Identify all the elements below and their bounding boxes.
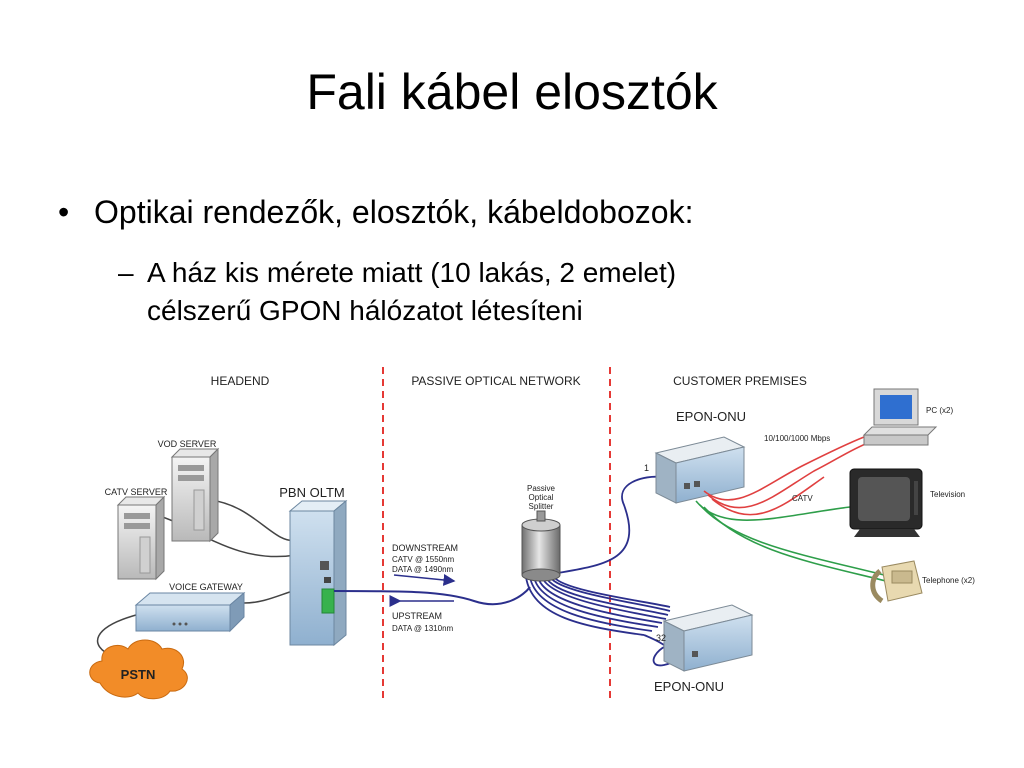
downstream-catv-label: CATV @ 1550nm xyxy=(392,555,455,564)
onu-top xyxy=(654,436,746,504)
fiber-feeder xyxy=(333,586,531,606)
downstream-data-label: DATA @ 1490nm xyxy=(392,565,454,574)
downstream-arrow xyxy=(393,573,456,586)
splitter-label-1: Passive xyxy=(527,484,556,493)
speed-label: 10/100/1000 Mbps xyxy=(764,434,830,443)
section-headend: HEADEND xyxy=(211,374,270,388)
catv-label: CATV xyxy=(792,494,813,503)
television-icon xyxy=(849,468,923,537)
bullet-dot: • xyxy=(58,194,70,230)
coax-cables xyxy=(695,500,887,582)
network-diagram-svg: HEADEND PASSIVE OPTICAL NETWORK CUSTOMER… xyxy=(89,367,975,703)
upstream-label: UPSTREAM xyxy=(392,611,442,621)
telephone-label: Telephone (x2) xyxy=(922,576,975,585)
sub-bullet-line-1: A ház kis mérete miatt (10 lakás, 2 emel… xyxy=(147,257,677,288)
television-label: Television xyxy=(930,490,965,499)
upstream-data-label: DATA @ 1310nm xyxy=(392,624,454,633)
pstn-cloud xyxy=(89,639,188,700)
splitter-label-3: Splitter xyxy=(529,502,554,511)
network-diagram: HEADEND PASSIVE OPTICAL NETWORK CUSTOMER… xyxy=(84,365,988,705)
splitter-fanout xyxy=(525,576,671,636)
downstream-label: DOWNSTREAM xyxy=(392,543,458,553)
pc-icon xyxy=(862,388,938,446)
fiber-to-onu-1 xyxy=(557,475,663,574)
cable-catv-olt xyxy=(155,514,297,558)
sub-bullet-line-2: célszerű GPON hálózatot létesíteni xyxy=(147,295,583,326)
catv-server-label: CATV SERVER xyxy=(105,487,168,497)
onu-bottom-label: EPON-ONU xyxy=(654,679,724,694)
vod-server xyxy=(170,447,220,543)
voice-gateway xyxy=(134,591,246,633)
port-1-label: 1 xyxy=(644,463,649,473)
ethernet-cables xyxy=(703,436,869,516)
vod-server-label: VOD SERVER xyxy=(158,439,217,449)
onu-bottom xyxy=(662,604,754,672)
olt-module xyxy=(288,499,348,647)
slide-title: Fali kábel elosztók xyxy=(306,64,718,120)
section-premises: CUSTOMER PREMISES xyxy=(673,374,807,388)
voice-gateway-label: VOICE GATEWAY xyxy=(169,582,243,592)
cable-vod-olt xyxy=(209,499,297,542)
onu-top-label: EPON-ONU xyxy=(676,409,746,424)
cable-gateway-olt xyxy=(243,589,297,604)
section-pon: PASSIVE OPTICAL NETWORK xyxy=(411,374,580,388)
port-32-label: 32 xyxy=(656,633,666,643)
bullet-item: • Optikai rendezők, elosztók, kábeldobozo… xyxy=(58,190,693,234)
splitter-label-2: Optical xyxy=(529,493,554,502)
telephone-icon xyxy=(870,560,923,604)
pc-label: PC (x2) xyxy=(926,406,953,415)
sub-bullet-dash: – xyxy=(118,257,134,288)
pstn-label: PSTN xyxy=(121,667,156,682)
bullet-text: Optikai rendezők, elosztók, kábeldobozok… xyxy=(94,194,694,230)
catv-server xyxy=(116,495,166,581)
optical-splitter xyxy=(521,510,561,582)
olt-label: PBN OLTM xyxy=(279,485,345,500)
sub-bullet-item: – A ház kis mérete miatt (10 lakás, 2 em… xyxy=(118,254,918,330)
